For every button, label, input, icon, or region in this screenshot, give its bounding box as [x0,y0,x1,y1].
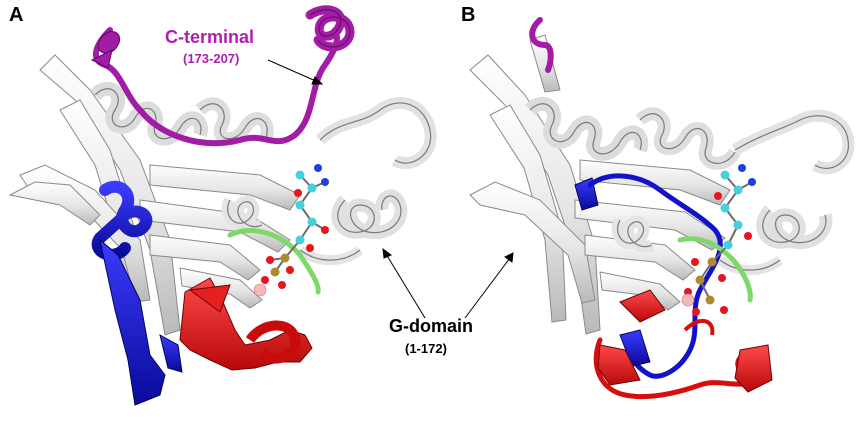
panel-b-beta-sheet [469,34,731,335]
panel-a-switch-blue [91,180,183,406]
panel-b-letter: B [461,4,476,26]
g-domain-arrow-left [385,253,426,319]
panel-b-structure [469,17,855,400]
g-domain-arrowhead-right [504,252,514,263]
panel-b-p-loop-green [677,236,753,303]
c-terminal-label: C-terminal [165,27,255,47]
c-terminal-arrow [267,59,319,83]
panel-b-switch-blue [574,173,723,379]
panel-a-structure [8,5,437,406]
panel-a-switch-red [179,277,313,371]
panel-a-magnesium-ion [253,283,267,297]
g-domain-arrowhead-left [382,247,392,259]
g-domain-arrow-right [464,257,511,319]
panel-b-ligand [684,164,756,316]
panel-a-ligand [261,164,329,289]
panel-a-p-loop-green [227,228,321,295]
annotation-arrows [267,59,514,319]
g-domain-range-label: (1-172) [405,341,447,356]
panel-b-magnesium-ion [681,293,695,307]
g-domain-label: G-domain [389,316,473,336]
panel-b-helices [525,96,855,276]
c-terminal-arrowhead [311,76,324,85]
panel-b-c-terminal-stub [529,17,554,73]
panel-a-c-terminal-region [90,5,355,147]
panel-b-switch-red [593,289,773,400]
panel-a-letter: A [9,4,24,26]
c-terminal-range-label: (173-207) [183,51,240,66]
panel-a-helices [90,81,437,266]
